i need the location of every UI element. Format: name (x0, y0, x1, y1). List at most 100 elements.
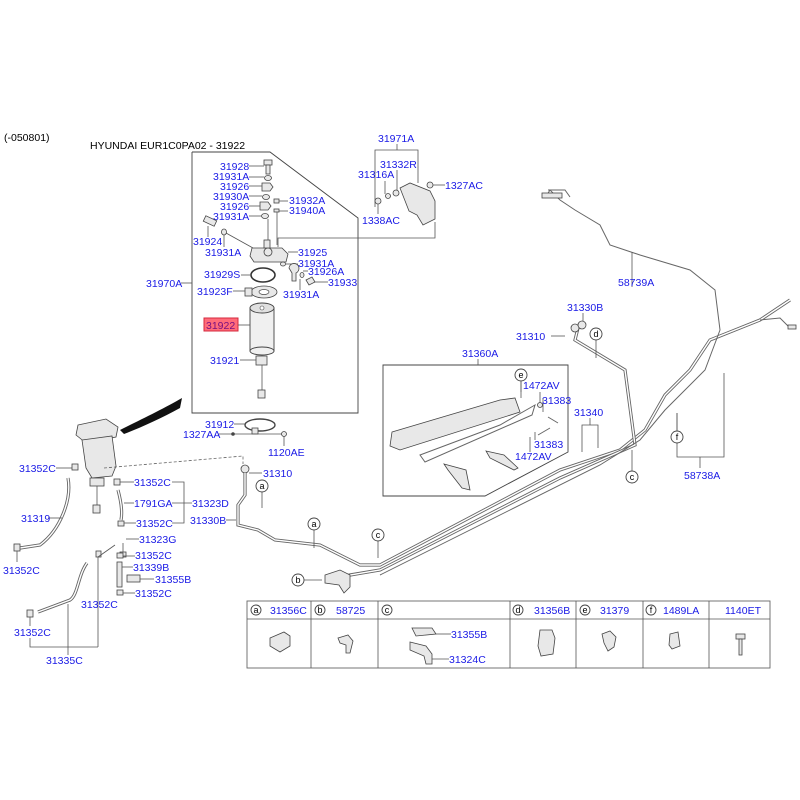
part-label-31931A-4[interactable]: 31931A (298, 258, 334, 270)
legend-part-58725[interactable]: 58725 (336, 605, 365, 617)
legend-part-31324C[interactable]: 31324C (449, 654, 486, 666)
part-label-31319[interactable]: 31319 (21, 513, 50, 525)
callout-a-1[interactable]: a (255, 479, 269, 493)
part-label-31352C-h[interactable]: 31352C (14, 627, 51, 639)
part-label-31332R[interactable]: 31332R (380, 159, 417, 171)
part-label-31940A[interactable]: 31940A (289, 205, 325, 217)
legend-cell-e[interactable]: e 31379 (579, 604, 629, 652)
part-label-31931A-5[interactable]: 31931A (283, 289, 319, 301)
legend-cell-d[interactable]: d 31356B (512, 604, 570, 657)
legend-part-1140ET[interactable]: 1140ET (725, 605, 762, 617)
part-label-31352C-d[interactable]: 31352C (136, 518, 173, 530)
part-label-31932A[interactable]: 31932A (289, 195, 325, 207)
cooler-line-icon (419, 403, 536, 463)
part-label-31355B[interactable]: 31355B (155, 574, 191, 586)
part-label-31926-2[interactable]: 31926 (220, 201, 249, 213)
part-label-31921[interactable]: 31921 (210, 355, 239, 367)
part-label-1791GA[interactable]: 1791GA (134, 498, 173, 510)
part-label-1120AE[interactable]: 1120AE (268, 447, 305, 459)
hose-clamp-icon (116, 552, 124, 559)
part-label-31316A[interactable]: 31316A (358, 169, 394, 181)
line-bracket-icon (324, 569, 351, 594)
legend-cell-b[interactable]: b 58725 (314, 604, 365, 654)
part-label-31352C-b[interactable]: 31352C (3, 565, 40, 577)
part-label-31926-1[interactable]: 31926 (220, 181, 249, 193)
part-label-58739A[interactable]: 58739A (618, 277, 654, 289)
legend-part-31355B[interactable]: 31355B (451, 629, 487, 641)
part-label-1472AV-2[interactable]: 1472AV (515, 451, 552, 463)
part-label-31923F[interactable]: 31923F (197, 286, 233, 298)
legend-cell-a[interactable]: a 31356C (250, 604, 307, 653)
line-end-fitting-icon (787, 324, 797, 330)
legend-cell-f[interactable]: f 1489LA (645, 604, 699, 650)
part-label-31931A-3[interactable]: 31931A (205, 247, 241, 259)
part-label-31928[interactable]: 31928 (220, 161, 249, 173)
nut-icon (426, 181, 434, 189)
fitting-icon (240, 464, 250, 474)
callout-c-2[interactable]: c (625, 470, 639, 484)
part-label-1472AV-1[interactable]: 1472AV (523, 380, 560, 392)
part-label-1338AC[interactable]: 1338AC (362, 215, 400, 227)
part-label-31383-1[interactable]: 31383 (542, 395, 571, 407)
bolt-icon (374, 197, 382, 205)
svg-text:d: d (593, 329, 598, 339)
part-label-58738A[interactable]: 58738A (684, 470, 720, 482)
svg-text:b: b (295, 575, 300, 585)
part-label-31352C-e[interactable]: 31352C (135, 550, 172, 562)
callout-b[interactable]: b (291, 573, 305, 587)
part-label-31330B-b[interactable]: 31330B (567, 302, 603, 314)
part-label-31323D[interactable]: 31323D (192, 498, 229, 510)
part-label-31323G[interactable]: 31323G (139, 534, 176, 546)
part-label-31352C-g[interactable]: 31352C (81, 599, 118, 611)
part-label-31929S[interactable]: 31929S (204, 269, 240, 281)
part-label-31352C-f[interactable]: 31352C (135, 588, 172, 600)
hose-clamp-icon (26, 609, 34, 618)
part-label-31352C-c[interactable]: 31352C (134, 477, 171, 489)
part-label-31924[interactable]: 31924 (193, 236, 222, 248)
legend-part-1489LA[interactable]: 1489LA (663, 605, 699, 617)
part-label-31912[interactable]: 31912 (205, 419, 234, 431)
part-label-31335C[interactable]: 31335C (46, 655, 83, 667)
part-label-31310-b[interactable]: 31310 (516, 331, 545, 343)
part-label-31360A[interactable]: 31360A (462, 348, 498, 360)
legend-part-31356C[interactable]: 31356C (270, 605, 307, 617)
part-label-31931A-2[interactable]: 31931A (213, 211, 249, 223)
part-label-31970A[interactable]: 31970A (146, 278, 182, 290)
legend-cell-c[interactable]: c 31355B 31324C (381, 604, 487, 666)
part-label-31971A[interactable]: 31971A (378, 133, 414, 145)
part-label-31352C-a[interactable]: 31352C (19, 463, 56, 475)
part-label-31339B[interactable]: 31339B (133, 562, 169, 574)
callout-a-2[interactable]: a (307, 517, 321, 531)
callout-c-1[interactable]: c (371, 528, 385, 542)
svg-text:e: e (582, 605, 587, 615)
part-label-31310-a[interactable]: 31310 (263, 468, 292, 480)
band-clamp-icon (244, 418, 276, 435)
part-label-31330B-a[interactable]: 31330B (190, 515, 226, 527)
callout-f[interactable]: f (670, 430, 684, 444)
part-label-31922[interactable]: 31922 (206, 320, 235, 332)
washer-icon (385, 193, 391, 199)
nut-icon (537, 402, 543, 408)
part-label-31933[interactable]: 31933 (328, 277, 357, 289)
callout-d[interactable]: d (589, 327, 603, 341)
part-label-31925[interactable]: 31925 (298, 247, 327, 259)
legend-cell-bolt[interactable]: 1140ET (725, 605, 762, 656)
part-label-31340[interactable]: 31340 (574, 407, 603, 419)
part-label-1327AA[interactable]: 1327AA (183, 429, 220, 441)
part-label-31930A[interactable]: 31930A (213, 191, 249, 203)
filter-head-icon (249, 239, 289, 263)
part-label-31931A-1[interactable]: 31931A (213, 171, 249, 183)
hose-clamp-icon (13, 543, 21, 552)
callout-e[interactable]: e (514, 368, 528, 382)
part-label-31383-2[interactable]: 31383 (534, 439, 563, 451)
o-ring-icon (221, 228, 227, 236)
part-label-1327AC[interactable]: 1327AC (445, 180, 483, 192)
hose-clamp-icon (116, 589, 124, 596)
highlight-box-31922 (203, 317, 239, 332)
fuel-filter-cartridge-icon[interactable] (249, 302, 275, 356)
part-label-31926A[interactable]: 31926A (308, 266, 344, 278)
legend-part-31379[interactable]: 31379 (600, 605, 629, 617)
seal-icon (273, 208, 280, 213)
legend-part-31356B[interactable]: 31356B (534, 605, 570, 617)
svg-text:a: a (311, 519, 316, 529)
